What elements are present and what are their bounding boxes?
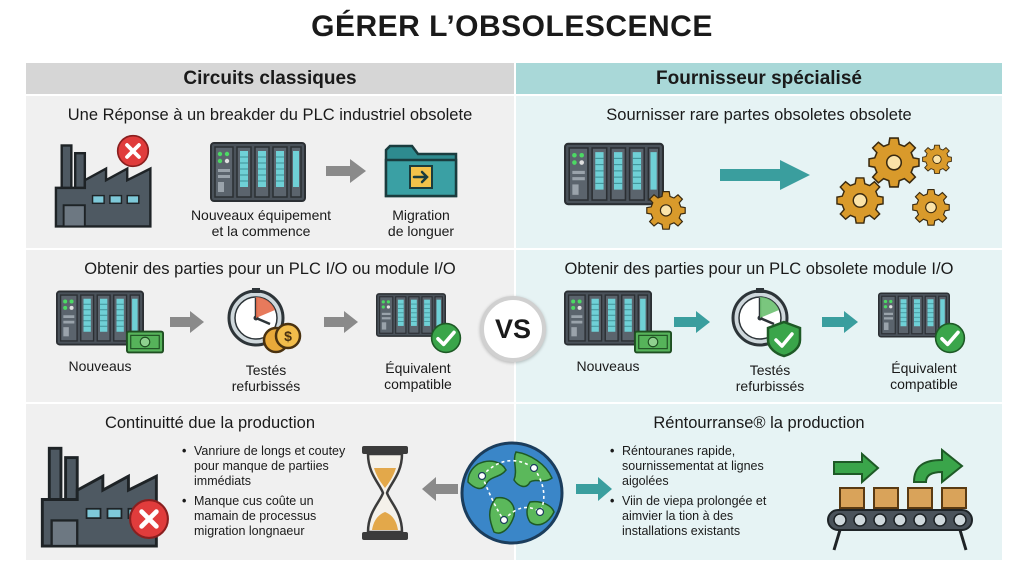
arrow-right-icon — [576, 477, 612, 501]
page-title: GÉRER L’OBSOLESCENCE — [311, 10, 713, 43]
arrow-left-icon — [422, 477, 458, 501]
caption-new: Nouveaus — [68, 358, 132, 374]
factory-icon — [40, 446, 180, 548]
arrow-right-icon — [324, 311, 358, 333]
clock-shield-icon — [731, 288, 802, 358]
bullet-item: Viin de viepa prolongée et aimvier la ti… — [610, 494, 786, 539]
plc-rack-icon — [564, 142, 686, 230]
check-badge-icon — [430, 322, 462, 354]
clock-coins-icon: $ — [227, 288, 302, 354]
caption-compatible: Équivalent compatible — [890, 360, 958, 392]
panel-specialist-continuity: Réntourranse® la production Réntouranes … — [516, 404, 1002, 560]
conveyor-icon — [827, 447, 973, 551]
column-header-classic: Circuits classiques — [26, 63, 514, 94]
plc-rack-icon — [564, 290, 672, 354]
hourglass-icon — [362, 446, 408, 540]
globe-icon — [460, 441, 564, 545]
panel-title: Obtenir des parties pour un PLC I/O ou m… — [84, 260, 456, 278]
gear-icon — [646, 191, 686, 230]
panel-title: Continuitté due la production — [104, 414, 316, 432]
panel-title: Obtenir des parties pour un PLC obsolete… — [564, 260, 954, 278]
panel-classic-breakdown: Une Réponse à un breakder du PLC industr… — [26, 96, 514, 248]
classic-continuity-bullets: Vanriure de longs et coutey pour manque … — [182, 444, 352, 544]
panel-classic-continuity: Continuitté due la production Vanriure d… — [26, 404, 514, 560]
gears-icon — [836, 137, 952, 226]
check-badge-icon — [934, 322, 966, 354]
panel-classic-io-parts: Obtenir des parties pour un PLC I/O ou m… — [26, 250, 514, 402]
bullet-item: Manque cus coûte un mamain de processus … — [182, 494, 352, 539]
caption-refurbished: Testés refurbissés — [735, 362, 805, 394]
specialist-continuity-bullets: Réntouranes rapide, sournissementat at l… — [610, 444, 786, 544]
plc-rack-icon — [376, 293, 462, 354]
arrow-right-icon — [674, 311, 710, 333]
bullet-item: Vanriure de longs et coutey pour manque … — [182, 444, 352, 489]
red-x-icon — [130, 500, 168, 538]
plc-rack-icon — [210, 142, 306, 202]
bullet-item: Réntouranes rapide, sournissementat at l… — [610, 444, 786, 489]
plc-rack-icon — [878, 292, 966, 354]
caption-compatible: Équivalent compatible — [384, 360, 452, 392]
panel-title: Une Réponse à un breakder du PLC industr… — [67, 106, 473, 124]
money-icon — [634, 330, 672, 354]
red-x-icon — [116, 134, 150, 168]
panel-specialist-io-parts: Obtenir des parties pour un PLC obsolete… — [516, 250, 1002, 402]
vs-badge: VS — [480, 296, 546, 362]
panel-title: Sournisser rare partes obsoletes obsolet… — [606, 106, 912, 124]
folder-migration-icon — [384, 144, 458, 198]
caption-refurbished: Testés refurbissés — [231, 362, 301, 394]
money-icon — [126, 330, 164, 354]
arrow-right-icon — [170, 311, 204, 333]
caption-migration: Migration de longuer — [387, 207, 455, 239]
arrow-right-icon — [326, 159, 366, 183]
caption-new: Nouveaus — [576, 358, 640, 374]
plc-rack-icon — [56, 290, 164, 354]
caption-new-equipment: Nouveaux équipement et la commence — [190, 207, 332, 239]
panel-specialist-rare-parts: Sournisser rare partes obsoletes obsolet… — [516, 96, 1002, 248]
column-header-specialist: Fournisseur spécialisé — [516, 63, 1002, 94]
svg-text:$: $ — [284, 328, 292, 344]
panel-title: Réntourranse® la production — [653, 414, 865, 432]
factory-icon — [54, 134, 152, 228]
arrow-right-icon — [720, 160, 810, 190]
arrow-right-icon — [822, 311, 858, 333]
shield-check-icon — [766, 320, 802, 358]
